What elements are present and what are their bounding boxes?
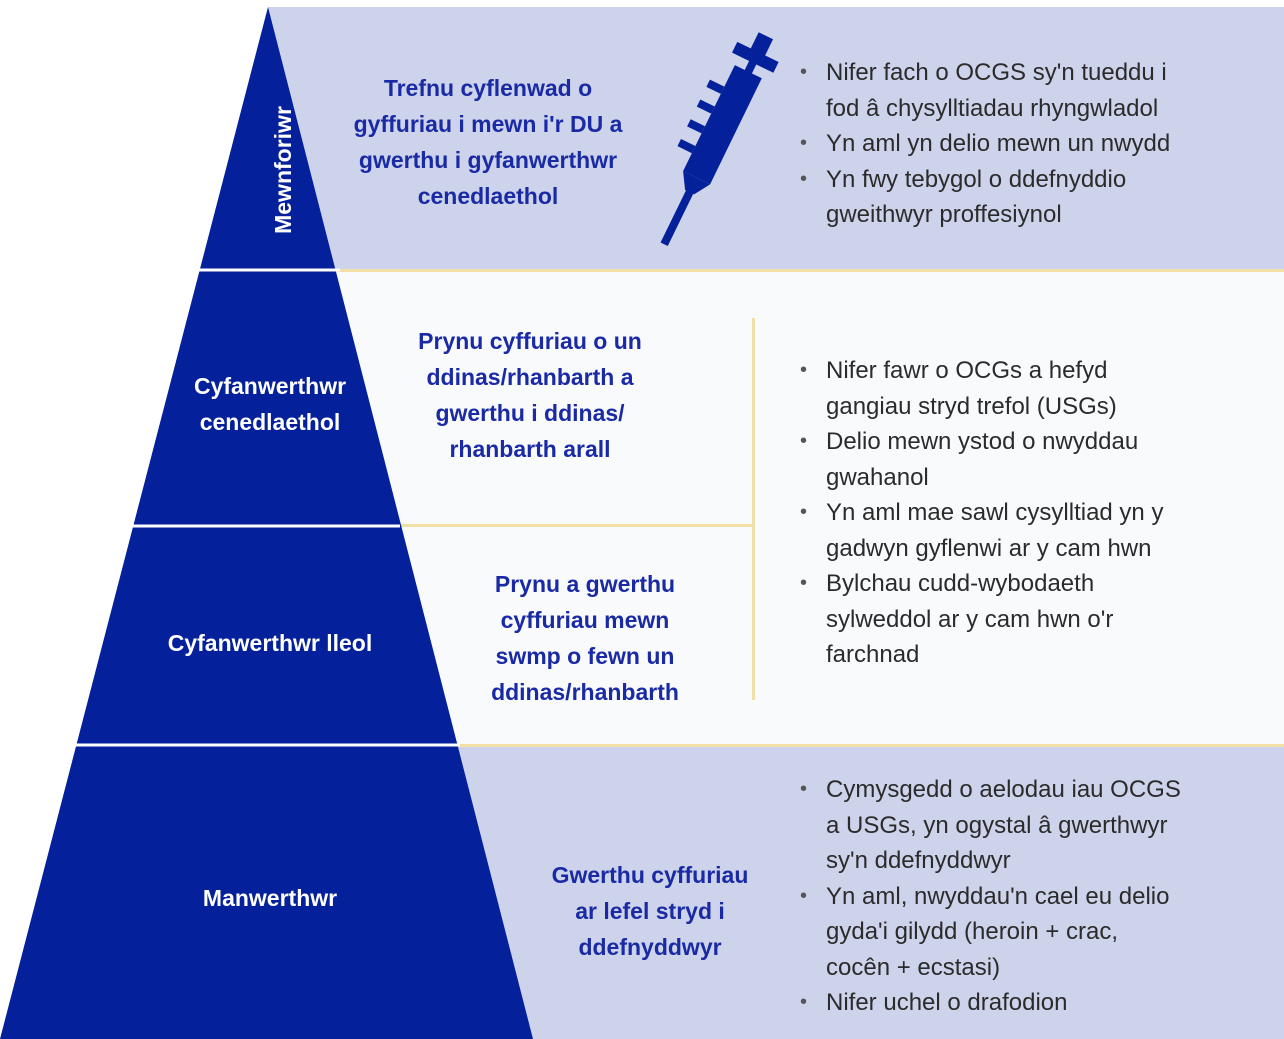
list-item: Nifer fach o OCGS sy'n tueddu i fod â ch… [790,55,1280,126]
tier-label-national-wholesaler: Cyfanwerthwr cenedlaethol [193,373,347,435]
list-item: Yn aml yn delio mewn un nwydd [790,126,1280,162]
divider-line-1 [268,269,1284,272]
list-item: Delio mewn ystod o nwyddau gwahanol [790,424,1280,495]
list-item: Yn aml mae sawl cysylltiad yn y gadwyn g… [790,495,1280,566]
divider-line-3 [440,744,1284,747]
list-item: Yn aml, nwyddau'n cael eu delio gyda'i g… [790,879,1280,986]
national-wholesaler-description: Prynu cyffuriau o un ddinas/rhanbarth a … [418,328,642,462]
retail-bullet-list: Cymysgedd o aelodau iau OCGS a USGs, yn … [790,772,1280,1021]
list-item: Nifer fawr o OCGs a hefyd gangiau stryd … [790,353,1280,424]
divider-vertical [752,318,755,700]
list-item: Nifer uchel o drafodion [790,985,1280,1021]
retailer-description: Gwerthu cyffuriau ar lefel stryd i ddefn… [551,862,749,960]
tier-label-retailer: Manwerthwr [202,885,338,911]
local-wholesaler-description: Prynu a gwerthu cyffuriau mewn swmp o fe… [491,571,679,705]
importer-bullet-list: Nifer fach o OCGS sy'n tueddu i fod â ch… [790,55,1280,233]
list-item: Cymysgedd o aelodau iau OCGS a USGs, yn … [790,772,1280,879]
list-item: Bylchau cudd-wybodaeth sylweddol ar y ca… [790,566,1280,673]
wholesale-bullet-list: Nifer fawr o OCGs a hefyd gangiau stryd … [790,353,1280,673]
tier-label-local-wholesaler: Cyfanwerthwr lleol [167,630,373,656]
list-item: Yn fwy tebygol o ddefnyddio gweithwyr pr… [790,162,1280,233]
importer-description: Trefnu cyflenwad o gyffuriau i mewn i'r … [353,75,623,209]
divider-line-2 [380,524,752,527]
tier-label-importer: Mewnforiwr [270,106,296,234]
syringe-icon [660,32,779,247]
pyramid-shape [0,7,533,1039]
